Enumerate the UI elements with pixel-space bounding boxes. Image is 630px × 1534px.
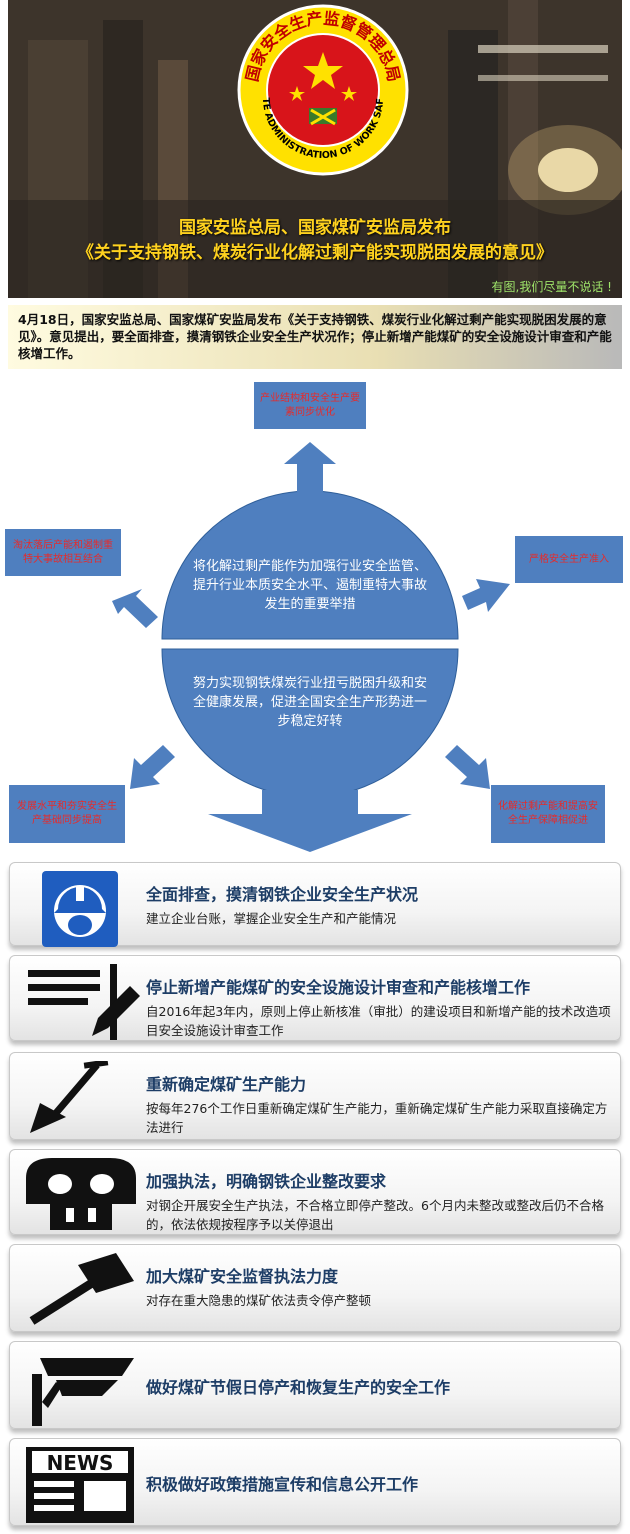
gavel-icon bbox=[29, 1253, 134, 1325]
measure-title-1: 全面排查，摸清钢铁企业安全生产状况 bbox=[146, 885, 419, 904]
measure-desc-5: 对存在重大隐患的煤矿依法责令停产整顿 bbox=[146, 1293, 372, 1308]
measure-card-6: 做好煤矿节假日停产和恢复生产的安全工作 bbox=[9, 1341, 621, 1429]
banner-watermark: 有图,我们尽量不说话 ! bbox=[491, 280, 612, 294]
upper-left-arrow-icon bbox=[112, 589, 158, 628]
box-structure-optimization: 产业结构和安全生产要素同步优化 bbox=[254, 382, 366, 429]
box-development-foundation: 发展水平和夯实安全生产基础同步提高 bbox=[9, 785, 125, 843]
measure-card-2: 停止新增产能煤矿的安全设施设计审查和产能核增工作 自2016年起3年内，原则上停… bbox=[9, 955, 621, 1041]
up-arrow-icon bbox=[284, 442, 336, 492]
banner-title-line2: 《关于支持钢铁、煤炭行业化解过剩产能实现脱困发展的意见》 bbox=[77, 243, 553, 263]
lower-left-arrow-icon bbox=[130, 745, 175, 789]
safety-helmet-icon bbox=[42, 871, 118, 947]
measure-title-5: 加大煤矿安全监督执法力度 bbox=[146, 1267, 339, 1286]
measure-card-3: 重新确定煤矿生产能力 按每年276个工作日重新确定煤矿生产能力，重新确定煤矿生产… bbox=[9, 1052, 621, 1140]
measure-card-4: 加强执法，明确钢铁企业整改要求 对钢企开展安全生产执法，不合格立即停产整改。6个… bbox=[9, 1149, 621, 1235]
box-strict-safety-access: 严格安全生产准入 bbox=[515, 536, 623, 583]
diagram-shapes bbox=[112, 442, 510, 852]
measure-title-6: 做好煤矿节假日停产和恢复生产的安全工作 bbox=[146, 1378, 451, 1397]
circle-lower-text: 努力实现钢铁煤炭行业扭亏脱困升级和安全健康发展，促进全国安全生产形势进一步稳定好… bbox=[192, 676, 427, 729]
measure-desc-4: 对钢企开展安全生产执法，不合格立即停产整改。6个月内未整改或整改后仍不合格的，依… bbox=[146, 1198, 604, 1232]
header-banner: 国家安全生产监督管理总局 STATE ADMINISTRATION OF WOR… bbox=[8, 0, 622, 298]
banner-title-line1: 国家安监总局、国家煤矿安监局发布 bbox=[179, 218, 451, 238]
summary-text: 4月18日，国家安监总局、国家煤矿安监局发布《关于支持钢铁、煤炭行业化解过剩产能… bbox=[18, 312, 612, 361]
box-capacity-safety-promotion: 化解过剩产能和提高安全生产保障相促进 bbox=[491, 785, 605, 843]
shovel-icon bbox=[30, 1061, 109, 1133]
measure-title-4: 加强执法，明确钢铁企业整改要求 bbox=[146, 1172, 387, 1191]
state-administration-seal: 国家安全生产监督管理总局 STATE ADMINISTRATION OF WOR… bbox=[233, 0, 409, 176]
document-pencil-icon bbox=[28, 964, 140, 1040]
upper-right-arrow-icon bbox=[462, 579, 510, 612]
measure-card-5: 加大煤矿安全监督执法力度 对存在重大隐患的煤矿依法责令停产整顿 bbox=[9, 1244, 621, 1332]
surveillance-camera-icon bbox=[32, 1358, 134, 1426]
svg-text:NEWS: NEWS bbox=[47, 1451, 114, 1475]
measure-card-1: 全面排查，摸清钢铁企业安全生产状况 建立企业台账，掌握企业安全生产和产能情况 bbox=[9, 862, 621, 947]
measure-card-7: NEWS 积极做好政策措施宣传和信息公开工作 bbox=[9, 1438, 621, 1526]
down-arrow-icon bbox=[208, 790, 412, 852]
summary-panel: 4月18日，国家安监总局、国家煤矿安监局发布《关于支持钢铁、煤炭行业化解过剩产能… bbox=[8, 305, 622, 369]
measure-title-7: 积极做好政策措施宣传和信息公开工作 bbox=[146, 1475, 419, 1494]
news-icon: NEWS bbox=[26, 1447, 134, 1523]
lower-right-arrow-icon bbox=[445, 745, 490, 789]
measure-desc-1: 建立企业台账，掌握企业安全生产和产能情况 bbox=[146, 911, 397, 926]
skull-icon bbox=[26, 1158, 136, 1230]
measure-title-2: 停止新增产能煤矿的安全设施设计审查和产能核增工作 bbox=[146, 978, 531, 997]
measure-desc-2: 自2016年起3年内，原则上停止新核准（审批）的建设项目和新增产能的技术改造项目… bbox=[146, 1004, 611, 1038]
circle-upper-text: 将化解过剩产能作为加强行业安全监管、提升行业本质安全水平、遏制重特大事故发生的重… bbox=[192, 559, 427, 612]
policy-diagram: 产业结构和安全生产要素同步优化 淘汰落后产能和遏制重特大事故相互结合 严格安全生… bbox=[0, 374, 630, 854]
measure-title-3: 重新确定煤矿生产能力 bbox=[146, 1075, 307, 1094]
box-eliminate-backward-capacity: 淘汰落后产能和遏制重特大事故相互结合 bbox=[5, 529, 121, 576]
measure-desc-3: 按每年276个工作日重新确定煤矿生产能力，重新确定煤矿生产能力采取直接确定方法进… bbox=[146, 1101, 608, 1135]
